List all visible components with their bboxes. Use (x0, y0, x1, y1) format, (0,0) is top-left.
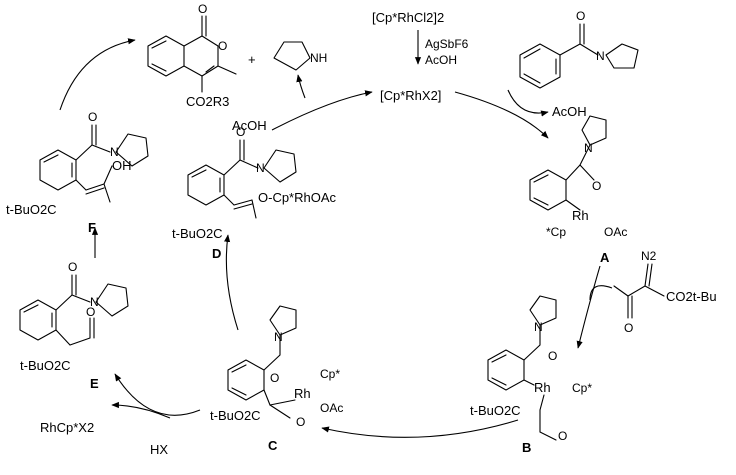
D-carbonyl-o: O (236, 125, 245, 139)
F-nitrogen: N (110, 145, 119, 159)
B-ester: t-BuO2C (470, 403, 521, 418)
A-nitrogen: N (584, 141, 593, 155)
cycle-arrows (59, 30, 613, 438)
product-plus: + (248, 52, 256, 67)
substrate-carbonyl-o: O (576, 9, 585, 23)
B-oxygen-ketone: O (558, 429, 567, 443)
E-carbonyl-o: O (68, 260, 77, 274)
A-oxygen: O (592, 179, 601, 193)
B-cp: Cp* (572, 381, 592, 395)
arrow-D-to-rh (271, 90, 373, 131)
substrate-structure: O N (519, 9, 639, 89)
product-carbonyl-o: O (198, 2, 207, 16)
label-B: B (522, 440, 531, 455)
catalyst-additive-agsbf6: AgSbF6 (425, 37, 469, 51)
C-oxygen-ketone: O (296, 415, 305, 429)
B-nitrogen: N (534, 320, 543, 334)
arrow-amine-out (296, 74, 306, 99)
C-oac: OAc (320, 401, 343, 415)
diazo-oxygen: O (624, 321, 633, 335)
product-structure: O O CO2R3 + NH (147, 2, 327, 109)
E-ketone-o: O (86, 305, 95, 319)
arrow-C-to-E (114, 373, 201, 416)
label-F: F (88, 220, 96, 235)
catalyst-precursor: [Cp*RhCl2]2 (372, 10, 444, 25)
diazo-reagent-structure: N2 O CO2t-Bu (613, 249, 717, 335)
C-oxygen-acyl: O (270, 371, 279, 385)
diazo-n2: N2 (641, 249, 657, 263)
C-cp: Cp* (320, 367, 340, 381)
B-oxygen-acyl: O (548, 349, 557, 363)
substrate-nitrogen: N (596, 49, 605, 63)
intermediate-E-structure: O N O t-BuO2C (19, 260, 129, 373)
hx-reagent: HX (150, 442, 168, 457)
A-cp: *Cp (546, 225, 566, 239)
D-enolate-ligand: O-Cp*RhOAc (258, 190, 337, 205)
arrow-rh-to-A (454, 91, 549, 139)
label-E: E (90, 376, 99, 391)
D-nitrogen: N (256, 161, 265, 175)
product-ring-o: O (218, 39, 227, 53)
C-nitrogen: N (274, 330, 283, 344)
acoh-released: AcOH (552, 104, 587, 119)
catalyst-additive-acoh: AcOH (425, 53, 457, 67)
arrow-F-to-product (59, 38, 136, 111)
label-A: A (600, 250, 610, 265)
diazo-ester: CO2t-Bu (666, 289, 717, 304)
F-ester: t-BuO2C (6, 202, 57, 217)
label-D: D (212, 246, 221, 261)
arrow-A-to-B (576, 265, 601, 349)
arrow-rh-out (111, 401, 171, 419)
C-ester: t-BuO2C (210, 408, 261, 423)
catalyst-active: [Cp*RhX2] (380, 88, 441, 103)
F-hydroxyl: OH (112, 158, 132, 173)
label-C: C (268, 438, 278, 453)
B-rhodium: Rh (534, 380, 551, 395)
E-nitrogen: N (90, 295, 99, 309)
product-ester: CO2R3 (186, 94, 229, 109)
pyrrolidine-nh: NH (310, 51, 327, 65)
D-ester: t-BuO2C (172, 226, 223, 241)
intermediate-F-structure: O N OH t-BuO2C (6, 110, 149, 217)
rh-byproduct: RhCp*X2 (40, 420, 94, 435)
acoh-consumed: AcOH (232, 118, 267, 133)
A-rhodium: Rh (572, 208, 589, 223)
intermediate-B-structure: N O Rh Cp* t-BuO2C O (470, 295, 592, 443)
intermediate-C-structure: N O Rh Cp* OAc t-BuO2C O (210, 305, 343, 429)
intermediate-D-structure: O N O-Cp*RhOAc t-BuO2C (172, 125, 337, 241)
F-carbonyl-o: O (88, 110, 97, 124)
intermediate-A-structure: N O Rh *Cp OAc (529, 115, 627, 239)
arrow-diazo-in (589, 285, 613, 301)
C-rhodium: Rh (294, 386, 311, 401)
E-ester: t-BuO2C (20, 358, 71, 373)
arrow-B-to-C (321, 419, 519, 438)
arrow-acoh-out (507, 89, 549, 117)
arrow-C-to-D (224, 234, 239, 331)
A-oac: OAc (604, 225, 627, 239)
